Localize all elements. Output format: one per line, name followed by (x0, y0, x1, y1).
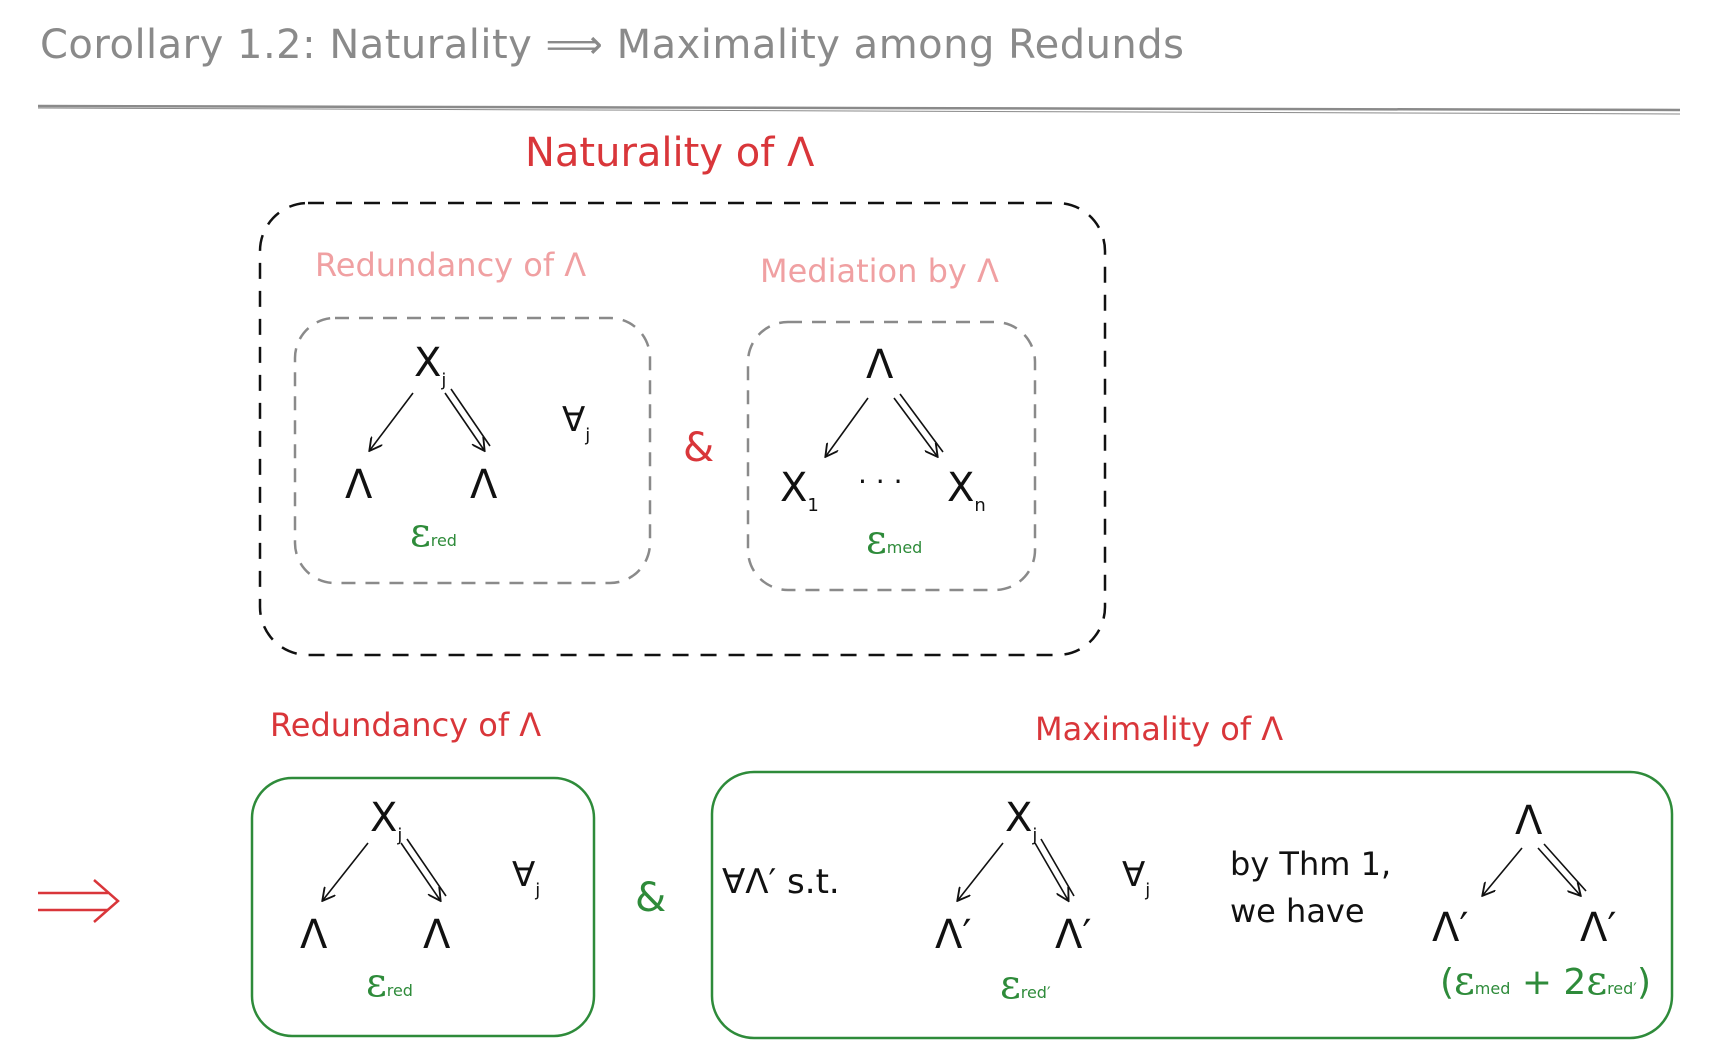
mediation-label: Mediation by Λ (760, 252, 999, 290)
node-lambda-prime-result-right: Λ′ (1580, 905, 1617, 951)
arrows-red-bottom (323, 838, 447, 900)
arrows-red2-bottom (958, 838, 1075, 900)
forall-j-top: ∀j (562, 400, 591, 446)
node-dots: · · · (858, 465, 903, 498)
node-xj-bottom: Xj (370, 795, 403, 846)
node-xn: Xn (947, 465, 986, 516)
epsilon-red-prime: εred′ (1000, 962, 1051, 1008)
redundancy-label-bottom: Redundancy of Λ (270, 706, 542, 744)
redundancy-box-bottom (250, 776, 596, 1038)
naturality-heading: Naturality of Λ (525, 130, 815, 176)
node-lambda-root: Λ (866, 342, 894, 388)
node-lambda-result: Λ (1515, 798, 1543, 844)
redundancy-label-top: Redundancy of Λ (315, 246, 587, 284)
arrows-red-top (370, 388, 491, 450)
ampersand-bottom: & (635, 875, 667, 921)
thm-line-2: we have (1230, 892, 1365, 930)
epsilon-red-top: εred (410, 510, 457, 556)
node-lambda-left-bottom: Λ (300, 912, 328, 958)
node-lambda-right: Λ (470, 462, 498, 508)
node-xj: Xj (414, 340, 447, 391)
node-lambda-prime-right: Λ′ (1055, 912, 1092, 958)
arrows-result (1483, 843, 1587, 895)
epsilon-red-bottom: εred (366, 960, 413, 1006)
implies-arrow (38, 879, 120, 923)
node-x1: X1 (780, 465, 819, 516)
mediation-box-top (746, 320, 1037, 592)
node-lambda-left: Λ (345, 462, 373, 508)
node-lambda-prime-result-left: Λ′ (1432, 905, 1469, 951)
redundancy-box-top (293, 316, 652, 585)
forall-j-bottom: ∀j (512, 855, 541, 901)
node-lambda-prime-left: Λ′ (935, 912, 972, 958)
forall-j-max: ∀j (1122, 855, 1151, 901)
node-lambda-right-bottom: Λ (423, 912, 451, 958)
arrows-med-top (826, 393, 944, 456)
epsilon-med-top: εmed (866, 517, 923, 563)
node-xj-max: Xj (1005, 795, 1038, 846)
title-underline (37, 104, 1681, 112)
page-title: Corollary 1.2: Naturality ⟹ Maximality a… (40, 22, 1185, 68)
naturality-box (258, 201, 1107, 657)
forall-lambda-prime-st: ∀Λ′ s.t. (722, 862, 840, 902)
thm-line-1: by Thm 1, (1230, 845, 1392, 883)
error-bound: (εmed + 2εred′) (1440, 958, 1651, 1004)
maximality-box (710, 770, 1674, 1040)
ampersand-top: & (683, 425, 715, 471)
maximality-label: Maximality of Λ (1035, 710, 1284, 748)
